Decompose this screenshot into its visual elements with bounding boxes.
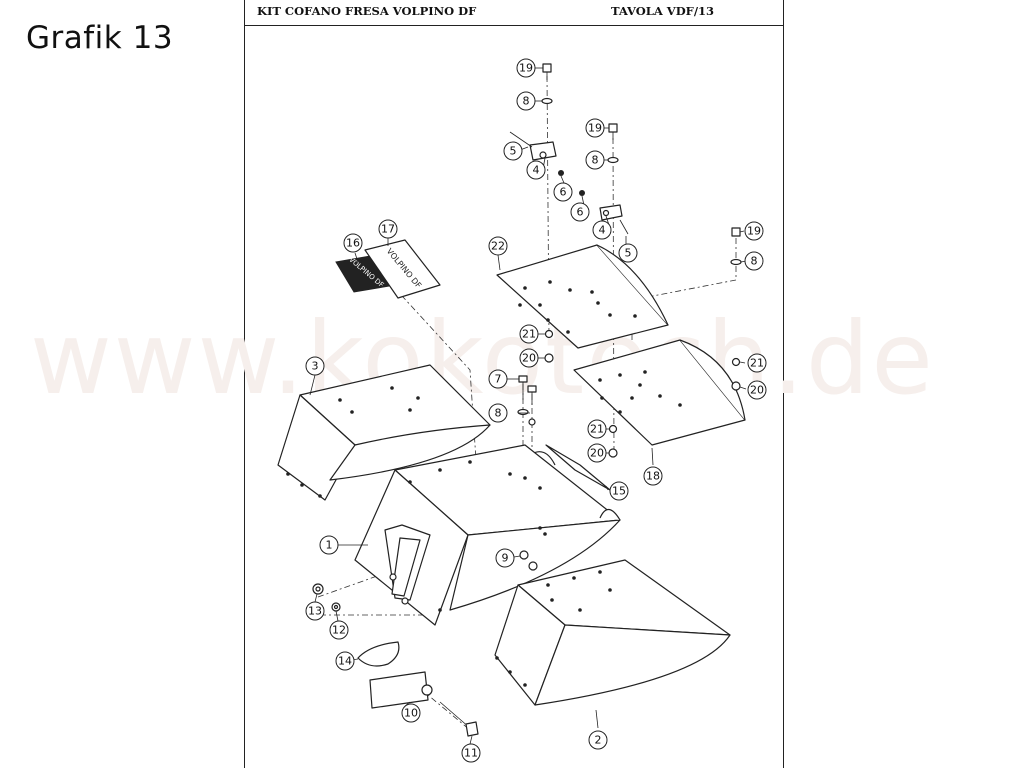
svg-text:17: 17 xyxy=(381,223,395,236)
svg-text:11: 11 xyxy=(464,747,478,760)
svg-text:12: 12 xyxy=(332,624,346,637)
callout-11: 11 xyxy=(461,743,481,763)
svg-text:20: 20 xyxy=(750,384,764,397)
svg-text:8: 8 xyxy=(751,255,758,268)
callout-6-b: 6 xyxy=(570,202,590,222)
hardware-middle xyxy=(517,329,618,571)
part-22-plate xyxy=(496,244,669,349)
callout-8-d: 8 xyxy=(488,403,508,423)
part-3-left-hood xyxy=(277,364,491,501)
part-13-nut xyxy=(312,583,324,595)
part-18-plate xyxy=(573,339,746,446)
svg-text:9: 9 xyxy=(502,552,509,565)
callout-6-a: 6 xyxy=(553,182,573,202)
callout-8-a: 8 xyxy=(516,91,536,111)
svg-text:20: 20 xyxy=(590,447,604,460)
callout-4-a: 4 xyxy=(526,160,546,180)
svg-text:3: 3 xyxy=(312,360,319,373)
watermark: www.kokotech.de xyxy=(30,300,935,417)
hardware-far-right xyxy=(730,227,742,391)
callout-4-b: 4 xyxy=(592,220,612,240)
part-10-plate xyxy=(369,671,433,709)
callout-20-a: 20 xyxy=(519,348,539,368)
callout-7: 7 xyxy=(488,369,508,389)
callout-2: 2 xyxy=(588,730,608,750)
part-2-lower-hood xyxy=(494,559,731,706)
sheet-code: TAVOLA VDF/13 xyxy=(611,4,715,18)
svg-text:16: 16 xyxy=(346,237,360,250)
callout-21-c: 21 xyxy=(587,419,607,439)
callout-5-b: 5 xyxy=(618,243,638,263)
callout-13: 13 xyxy=(305,601,325,621)
svg-text:6: 6 xyxy=(560,186,567,199)
svg-text:19: 19 xyxy=(747,225,761,238)
svg-text:8: 8 xyxy=(592,154,599,167)
callout-20-c: 20 xyxy=(587,443,607,463)
callout-18: 18 xyxy=(643,466,663,486)
svg-text:21: 21 xyxy=(590,423,604,436)
svg-text:14: 14 xyxy=(338,655,352,668)
svg-text:19: 19 xyxy=(519,62,533,75)
callout-1: 1 xyxy=(319,535,339,555)
svg-text:18: 18 xyxy=(646,470,660,483)
callout-8-b: 8 xyxy=(585,150,605,170)
callout-16: 16 xyxy=(343,233,363,253)
callout-9: 9 xyxy=(495,548,515,568)
svg-text:5: 5 xyxy=(510,145,517,158)
svg-text:4: 4 xyxy=(599,224,606,237)
part-11-bolt xyxy=(439,701,479,737)
svg-text:19: 19 xyxy=(588,122,602,135)
svg-text:21: 21 xyxy=(750,357,764,370)
callout-19-c: 19 xyxy=(744,221,764,241)
part-12-washer xyxy=(331,602,341,612)
svg-text:1: 1 xyxy=(326,539,333,552)
hinge-bracket xyxy=(384,524,431,605)
page-label: Grafik 13 xyxy=(26,20,174,56)
sheet-header: KIT COFANO FRESA VOLPINO DF TAVOLA VDF/1… xyxy=(245,0,783,26)
callout-19-a: 19 xyxy=(516,58,536,78)
svg-text:2: 2 xyxy=(595,734,602,747)
svg-text:10: 10 xyxy=(404,707,418,720)
callout-17: 17 xyxy=(378,219,398,239)
callout-22: 22 xyxy=(488,236,508,256)
svg-text:4: 4 xyxy=(533,164,540,177)
callout-21-b: 21 xyxy=(747,353,767,373)
sheet-title: KIT COFANO FRESA VOLPINO DF xyxy=(257,4,477,18)
callout-15: 15 xyxy=(609,481,629,501)
svg-text:8: 8 xyxy=(495,407,502,420)
svg-text:13: 13 xyxy=(308,605,322,618)
callout-8-c: 8 xyxy=(744,251,764,271)
callout-20-b: 20 xyxy=(747,380,767,400)
svg-text:5: 5 xyxy=(625,247,632,260)
svg-text:20: 20 xyxy=(522,352,536,365)
callout-19-b: 19 xyxy=(585,118,605,138)
svg-text:8: 8 xyxy=(523,95,530,108)
callout-12: 12 xyxy=(329,620,349,640)
hardware-top-right xyxy=(599,123,629,235)
callout-14: 14 xyxy=(335,651,355,671)
svg-text:21: 21 xyxy=(522,328,536,341)
svg-text:15: 15 xyxy=(612,485,626,498)
callout-10: 10 xyxy=(401,703,421,723)
svg-text:22: 22 xyxy=(491,240,505,253)
svg-text:6: 6 xyxy=(577,206,584,219)
part-14-pad xyxy=(357,641,400,667)
callout-5-a: 5 xyxy=(503,141,523,161)
callout-21-a: 21 xyxy=(519,324,539,344)
callout-3: 3 xyxy=(305,356,325,376)
svg-text:7: 7 xyxy=(495,373,502,386)
